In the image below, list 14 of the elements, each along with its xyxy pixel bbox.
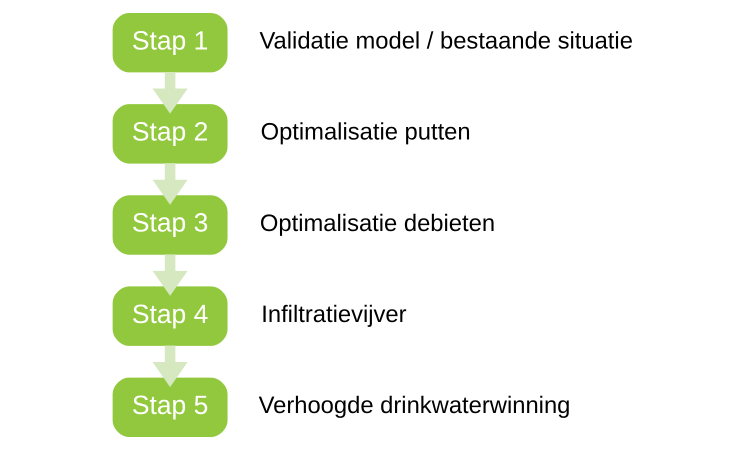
node-label: Optimalisatie putten bbox=[260, 118, 471, 146]
node-label: Validatie model / bestaande situatie bbox=[259, 28, 633, 55]
node-box: Stap 2 bbox=[112, 104, 228, 164]
node-box: Stap 3 bbox=[112, 195, 228, 255]
node-box: Stap 5 bbox=[112, 378, 228, 438]
arrow bbox=[152, 72, 188, 114]
arrow bbox=[152, 254, 188, 296]
arrow bbox=[152, 163, 188, 205]
node-box: Stap 4 bbox=[112, 286, 228, 346]
node-box: Stap 1 bbox=[112, 12, 228, 72]
arrow bbox=[152, 345, 188, 388]
node-label: Optimalisatie debieten bbox=[260, 210, 496, 237]
node-label: Infiltratievijver bbox=[261, 300, 407, 328]
node-label: Verhoogde drinkwaterwinning bbox=[258, 392, 570, 420]
